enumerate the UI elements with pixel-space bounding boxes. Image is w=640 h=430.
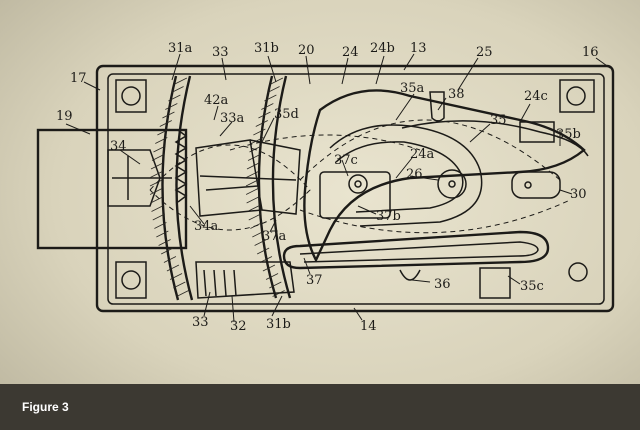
hatch-line <box>254 239 267 246</box>
hatch-line <box>246 162 260 170</box>
label-35: 35 <box>490 113 507 128</box>
mounting-hole-top-left <box>121 86 141 106</box>
hatch-line <box>150 162 164 170</box>
hatch-line <box>262 264 276 272</box>
hatch-line <box>264 94 277 102</box>
hatch-line <box>159 120 172 127</box>
spring <box>282 230 550 270</box>
hatch-line <box>269 281 282 289</box>
label-13: 13 <box>410 41 427 56</box>
label-24c: 24c <box>524 89 548 104</box>
hatch-line <box>173 281 186 289</box>
label-24: 24 <box>342 45 359 60</box>
label-33-bottom: 33 <box>192 315 209 330</box>
hatch-line <box>151 154 165 161</box>
label-37c: 37c <box>334 153 358 168</box>
label-42a: 42a <box>204 93 229 108</box>
label-17: 17 <box>70 71 87 86</box>
label-37b: 37b <box>376 209 401 224</box>
label-34: 34 <box>110 139 127 154</box>
label-33-top: 33 <box>212 45 229 60</box>
caption-bar: Figure 3 <box>0 384 640 430</box>
label-35c: 35c <box>520 279 544 294</box>
hatch-line <box>245 188 259 195</box>
hatch-line <box>158 239 171 246</box>
hatch-line <box>163 256 177 263</box>
label-37a: 37a <box>262 229 287 244</box>
hatch-line <box>174 77 188 85</box>
hatch-line <box>255 120 268 127</box>
hatch-line <box>162 111 175 119</box>
label-24a: 24a <box>410 147 435 162</box>
label-26: 26 <box>406 167 423 182</box>
hatch-line <box>270 77 284 85</box>
hatch-line <box>150 196 163 204</box>
hatch-line <box>265 273 279 280</box>
mounting-hole-bottom-left <box>121 270 141 290</box>
hatch-line <box>248 213 261 221</box>
label-38: 38 <box>448 87 465 102</box>
hatch-line <box>171 86 184 93</box>
lower-mechanism <box>195 91 555 299</box>
hatch-line <box>256 247 270 255</box>
label-37: 37 <box>306 273 323 288</box>
serrations <box>174 129 188 203</box>
label-31b-top: 31b <box>254 41 279 56</box>
label-31b-bottom: 31b <box>266 317 291 332</box>
leader-lines <box>65 53 611 323</box>
hatch-line <box>267 86 280 93</box>
hatch-line <box>149 188 163 195</box>
label-36: 36 <box>434 277 451 292</box>
patent-lock-diagram: 31a 33 31b 20 24 24b 13 25 16 17 19 42a … <box>36 41 615 334</box>
label-34a: 34a <box>194 219 219 234</box>
wedge-block <box>195 139 301 217</box>
hatch-line <box>247 154 261 161</box>
label-33a: 33a <box>220 111 245 126</box>
plate-hatching <box>149 77 285 297</box>
lock-housing <box>95 64 615 313</box>
label-19: 19 <box>56 109 73 124</box>
hatch-line <box>165 103 178 110</box>
hatch-line <box>261 103 274 110</box>
hatch-line <box>151 205 164 212</box>
hatch-line <box>252 230 265 238</box>
hatch-line <box>154 222 167 229</box>
hatch-line <box>150 171 163 178</box>
hatch-line <box>153 145 166 153</box>
label-25: 25 <box>476 45 493 60</box>
label-16: 16 <box>582 45 599 60</box>
hatch-line <box>166 264 180 272</box>
label-30: 30 <box>570 187 587 202</box>
hatch-line <box>169 273 183 280</box>
label-35a: 35a <box>400 81 425 96</box>
hatch-line <box>156 230 169 238</box>
label-32: 32 <box>230 319 247 334</box>
hatch-line <box>176 290 189 297</box>
hatch-line <box>251 137 264 144</box>
figure-caption: Figure 3 <box>22 400 69 414</box>
mounting-hole-top-right <box>566 86 586 106</box>
label-20: 20 <box>298 43 315 58</box>
pivot-26 <box>437 169 467 199</box>
label-14: 14 <box>360 319 377 334</box>
lever-assembly <box>303 89 589 263</box>
hatch-line <box>160 247 174 255</box>
hatch-line <box>152 213 165 221</box>
label-35d: 35d <box>274 107 299 122</box>
hatch-line <box>157 128 170 136</box>
hatch-line <box>246 196 259 204</box>
hatch-line <box>168 94 181 102</box>
label-24b: 24b <box>370 41 395 56</box>
label-35b: 35b <box>556 127 581 142</box>
hatch-line <box>245 179 259 187</box>
mounting-hole-bottom-right <box>568 262 588 282</box>
pivot-37c <box>348 174 368 194</box>
reference-numerals: 31a 33 31b 20 24 24b 13 25 16 17 19 42a … <box>56 41 599 334</box>
curved-plates <box>149 75 292 301</box>
hatch-line <box>253 128 266 136</box>
hatch-line <box>155 137 168 144</box>
hatch-line <box>258 111 271 119</box>
label-31a: 31a <box>168 41 193 56</box>
